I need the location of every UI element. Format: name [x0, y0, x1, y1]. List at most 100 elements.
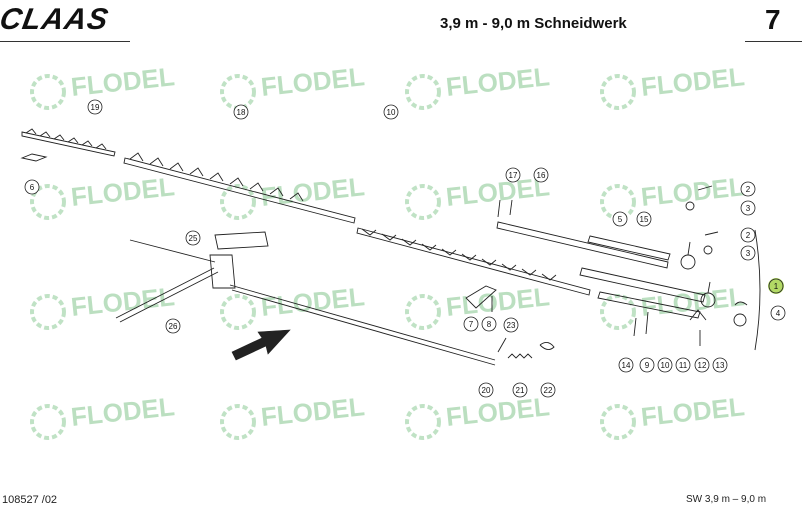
page-title: 3,9 m - 9,0 m Schneidwerk — [440, 15, 627, 32]
clamp-25 — [214, 231, 269, 250]
callout-label: 14 — [622, 361, 631, 370]
ball-joint-top — [680, 254, 696, 270]
knife-sections-18 — [129, 152, 304, 202]
rod-20-lower — [231, 289, 496, 366]
ball-joint-stud-bottom — [707, 281, 711, 294]
watermark-text: FLODEL — [639, 171, 746, 212]
knife-bar-19 — [21, 131, 116, 157]
callout-label: 3 — [746, 204, 751, 213]
watermark-gear-icon — [405, 184, 441, 220]
callout-label: 9 — [645, 361, 650, 370]
callout-circle — [712, 357, 728, 373]
callout-circle — [233, 104, 249, 120]
callout-circle — [540, 382, 556, 398]
callout-label: 20 — [482, 386, 491, 395]
callout-label: 26 — [169, 322, 178, 331]
callout-circle — [740, 200, 756, 216]
guard-7 — [465, 285, 497, 309]
rod-20 — [229, 284, 496, 361]
callout-circle — [657, 357, 673, 373]
callout-circle — [639, 357, 655, 373]
knife-bar-10 — [356, 227, 591, 296]
watermark-gear-icon — [600, 404, 636, 440]
knife-sections-19 — [25, 128, 107, 150]
knife-back-bar-10b — [597, 291, 701, 319]
knife-head-bar-5 — [579, 267, 706, 303]
callout-label: 7 — [469, 320, 474, 329]
bolt-14 — [633, 317, 637, 337]
header-rule-left — [0, 41, 130, 42]
callout-label: 1 — [774, 282, 779, 291]
watermark-gear-icon — [220, 74, 256, 110]
callout-label: 5 — [618, 215, 623, 224]
callout-circle — [740, 245, 756, 261]
callout-label: 22 — [544, 386, 553, 395]
watermark-text: FLODEL — [259, 391, 366, 432]
drive-head-housing — [209, 254, 236, 289]
direction-arrow — [231, 329, 291, 361]
callout-circle — [24, 179, 40, 195]
callout-1-highlight — [768, 278, 784, 294]
assembly-bracket-1 — [754, 229, 761, 351]
knife-back-bar-16 — [496, 221, 669, 269]
drive-rod-26-lower — [119, 271, 219, 323]
washer-4 — [733, 313, 747, 327]
watermark-gear-icon — [405, 294, 441, 330]
callout-label: 17 — [509, 171, 518, 180]
watermark-gear-icon — [600, 74, 636, 110]
watermark-text: FLODEL — [444, 281, 551, 322]
connecting-strip-15 — [587, 235, 671, 261]
watermark-text: FLODEL — [69, 391, 176, 432]
callout-label: 2 — [746, 231, 751, 240]
watermark-gear-icon — [405, 404, 441, 440]
drive-rod-26 — [115, 267, 215, 319]
knife-bar-18 — [123, 157, 356, 224]
nut-3-mid — [703, 245, 713, 255]
knife-sections-10 — [361, 228, 557, 281]
watermark-gear-icon — [220, 294, 256, 330]
watermark-text: FLODEL — [639, 61, 746, 102]
callout-circle — [612, 211, 628, 227]
watermark-gear-icon — [405, 74, 441, 110]
callout-label: 16 — [537, 171, 546, 180]
callout-circle — [165, 318, 181, 334]
callout-circle — [383, 104, 399, 120]
callout-label: 23 — [507, 321, 516, 330]
callout-circle — [87, 99, 103, 115]
bolt-9 — [645, 311, 649, 335]
callout-label: 4 — [776, 309, 781, 318]
page-number: 7 — [765, 4, 781, 35]
ball-joint-stud-top — [687, 241, 691, 256]
callout-label: 15 — [640, 215, 649, 224]
callout-circle — [481, 316, 497, 332]
spring-21 — [507, 353, 533, 359]
callout-circle — [512, 382, 528, 398]
callout-label: 10 — [661, 361, 670, 370]
callout-label: 12 — [698, 361, 707, 370]
watermark-text: FLODEL — [259, 61, 366, 102]
callout-circle — [478, 382, 494, 398]
guard-13 — [689, 309, 707, 321]
watermark-gear-icon — [220, 404, 256, 440]
callout-label: 2 — [746, 185, 751, 194]
callout-label: 11 — [679, 361, 688, 370]
callout-circle — [694, 357, 710, 373]
callout-label: 21 — [516, 386, 525, 395]
callout-label: 13 — [716, 361, 725, 370]
callout-circle — [503, 317, 519, 333]
watermark-text: FLODEL — [444, 61, 551, 102]
watermark-text: FLODEL — [259, 281, 366, 322]
callout-label: 8 — [487, 320, 492, 329]
watermark-text: FLODEL — [69, 61, 176, 102]
rod-guide — [129, 239, 216, 263]
bolt-17a — [497, 199, 501, 218]
knife-section-6 — [20, 153, 48, 162]
callout-label: 18 — [237, 108, 246, 117]
callout-circle — [768, 278, 784, 294]
nut-3-top — [685, 201, 695, 211]
pin-23 — [497, 337, 507, 353]
watermark-gear-icon — [30, 184, 66, 220]
parts-drawing — [20, 128, 761, 366]
callout-circle — [463, 316, 479, 332]
